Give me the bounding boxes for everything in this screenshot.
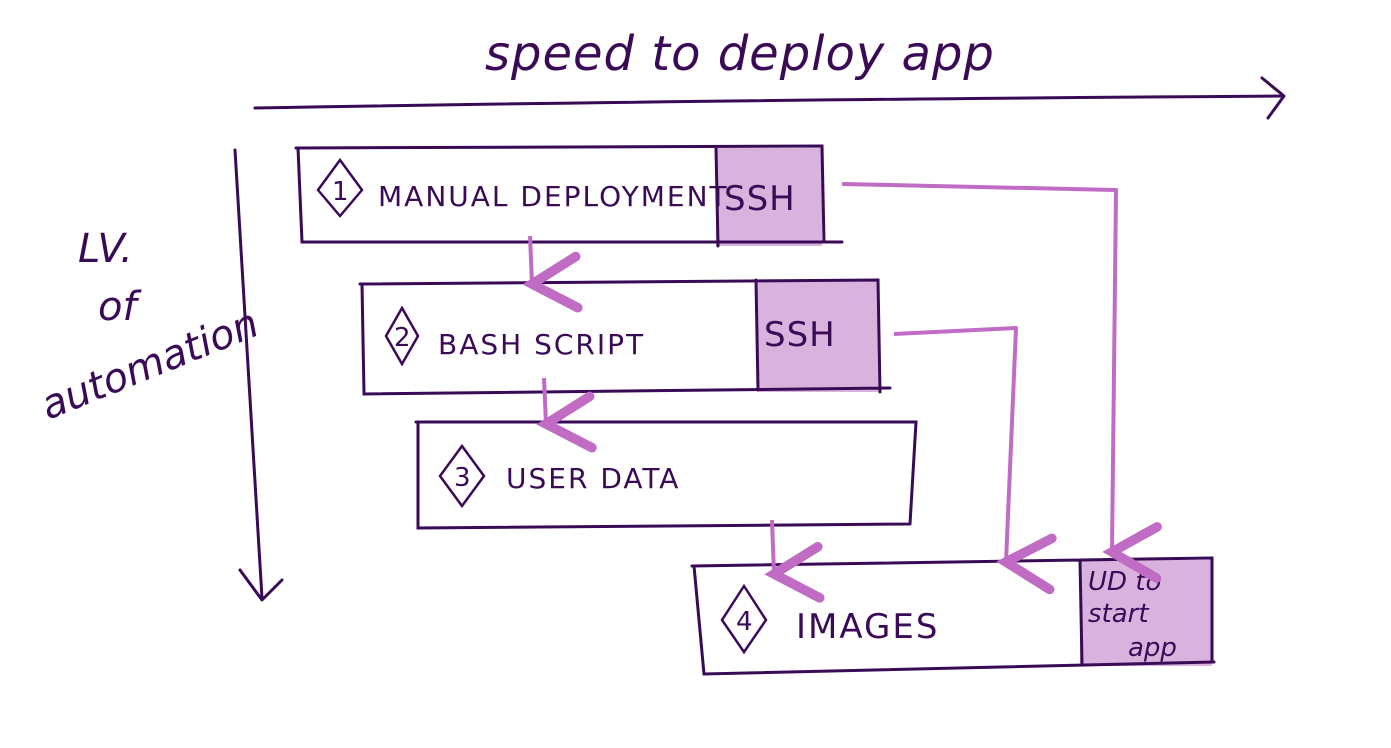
- step-1-number: 1: [332, 177, 349, 207]
- step-3-box: 3 USER DATA: [414, 420, 918, 530]
- step-4-ud-line1: UD to: [1088, 567, 1161, 597]
- arrow-ssh2-to-images: [893, 326, 1057, 595]
- y-axis-label-line3: automation: [35, 300, 266, 429]
- step-4-number: 4: [736, 607, 753, 637]
- step-2-diamond-icon: [384, 305, 420, 367]
- step-1-ssh-highlight: [716, 148, 822, 246]
- step-1-label: MANUAL DEPLOYMENT: [378, 180, 729, 213]
- step-3-number: 3: [454, 463, 471, 493]
- arrow-ssh1-to-images: [841, 182, 1162, 583]
- arrow-step1-to-step2: [522, 235, 583, 313]
- step-2-number: 2: [394, 323, 411, 353]
- arrow-step3-to-step4: [764, 519, 825, 603]
- step-2-ssh-highlight: [757, 280, 879, 392]
- step-4-diamond-icon: [720, 583, 768, 655]
- arrow-step2-to-step3: [536, 377, 597, 453]
- x-axis-arrow: [253, 76, 1286, 120]
- diagram-title: speed to deploy app: [485, 26, 995, 82]
- step-1-ssh-label: SSH: [724, 179, 796, 219]
- step-4-ud-line2: start: [1088, 599, 1149, 629]
- y-axis-label-line2: of: [98, 284, 142, 330]
- step-3-diamond-icon: [438, 443, 486, 509]
- step-2-label: BASH SCRIPT: [438, 328, 645, 361]
- step-4-label: IMAGES: [796, 607, 939, 647]
- y-axis-arrow: [233, 148, 284, 602]
- step-1-box: 1 MANUAL DEPLOYMENT SSH: [294, 144, 844, 248]
- step-4-ud-line3: app: [1128, 633, 1177, 663]
- step-2-ssh-label: SSH: [764, 315, 836, 355]
- y-axis-label: LV. of automation: [35, 226, 266, 429]
- step-4-box: 4 IMAGES UD to start app: [690, 556, 1216, 676]
- step-1-diamond-icon: [316, 157, 364, 218]
- step-2-box: 2 BASH SCRIPT SSH: [358, 278, 892, 396]
- y-axis-label-line1: LV.: [78, 226, 133, 272]
- step-3-label: USER DATA: [506, 462, 680, 495]
